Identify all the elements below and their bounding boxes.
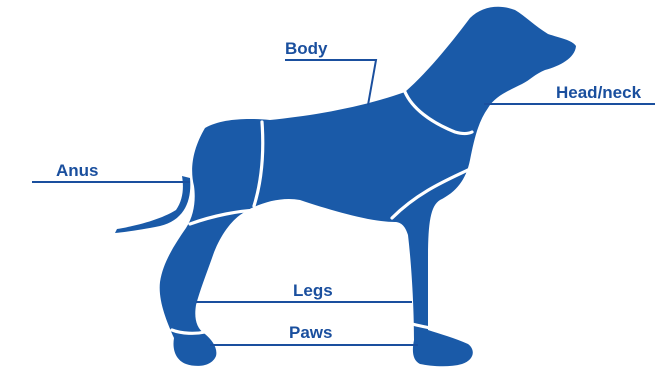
- label-legs: Legs: [293, 281, 333, 300]
- label-anus: Anus: [56, 161, 99, 180]
- label-body: Body: [285, 39, 328, 58]
- label-paws: Paws: [289, 323, 332, 342]
- body-leader-line: [285, 60, 376, 105]
- dog-tail: [115, 176, 190, 233]
- label-head-neck: Head/neck: [556, 83, 642, 102]
